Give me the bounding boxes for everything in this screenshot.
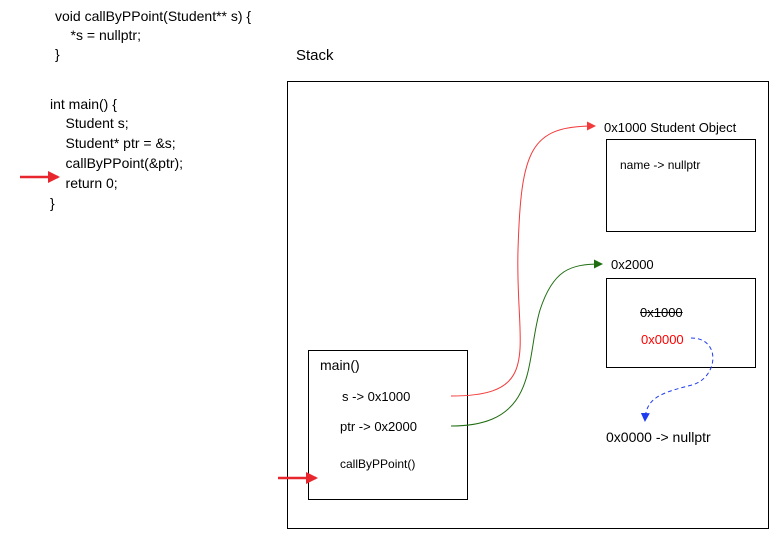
stack-title: Stack (296, 47, 334, 64)
code-func-line-1: void callByPPoint(Student** s) { (55, 8, 252, 24)
pointer-cell-old-value: 0x1000 (640, 305, 683, 320)
main-frame-s-entry: s -> 0x1000 (342, 389, 411, 404)
code-main-line-2: Student s; (50, 115, 129, 131)
main-frame-call-entry: callByPPoint() (340, 457, 416, 471)
student-object-box (606, 139, 756, 232)
pointer-cell-new-value: 0x0000 (641, 332, 684, 347)
pointer-cell-label: 0x2000 (611, 257, 654, 272)
student-object-field: name -> nullptr (620, 158, 701, 172)
code-main-line-3: Student* ptr = &s; (50, 135, 176, 151)
stack-frame (287, 81, 769, 529)
student-object-label: 0x1000 Student Object (604, 120, 737, 135)
code-main-line-5: return 0; (50, 175, 118, 191)
code-main-line-4: callByPPoint(&ptr); (50, 155, 184, 171)
code-func-line-3: } (55, 46, 60, 62)
code-main-line-6: } (50, 195, 55, 211)
pointer-cell-box (606, 278, 756, 368)
code-main-line-1: int main() { (50, 96, 117, 112)
main-frame-ptr-entry: ptr -> 0x2000 (340, 419, 417, 434)
code-func-line-2: *s = nullptr; (55, 27, 141, 43)
main-frame-title: main() (320, 357, 360, 373)
null-target-label: 0x0000 -> nullptr (606, 429, 711, 445)
